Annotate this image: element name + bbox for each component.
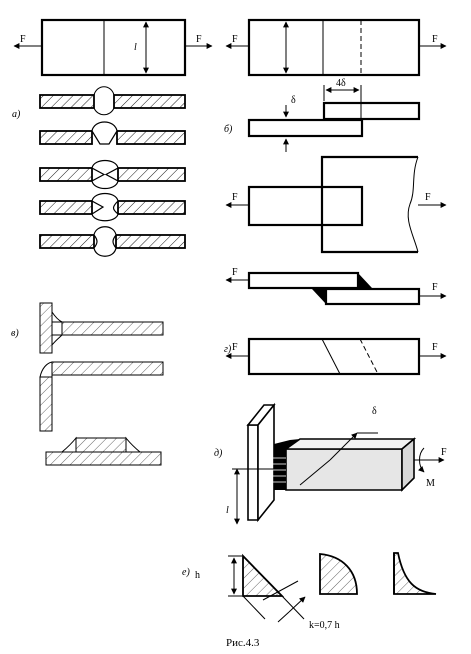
lap-joint-section xyxy=(247,85,421,152)
section-label-b: б) xyxy=(224,124,233,135)
lap-fillet-joint xyxy=(225,271,447,306)
section-label-v: в) xyxy=(11,328,19,339)
butt-joint-plan xyxy=(13,18,213,77)
force-label: F xyxy=(20,34,26,45)
force-label: F xyxy=(232,192,238,203)
butt-weld-sections xyxy=(39,86,186,257)
slot-joint xyxy=(225,155,447,254)
section-label-a: а) xyxy=(12,109,21,120)
force-label: F xyxy=(432,342,438,353)
force-label: F xyxy=(232,34,238,45)
section-label-e: е) xyxy=(182,567,190,578)
delta-label: δ xyxy=(291,95,296,106)
oblique-butt-joint xyxy=(225,337,447,376)
force-label: F xyxy=(432,34,438,45)
force-label: F xyxy=(432,282,438,293)
tee-corner-joints xyxy=(39,302,164,466)
height-label: h xyxy=(195,570,200,581)
cantilever-tee-3d xyxy=(232,402,445,525)
force-label: F xyxy=(196,34,202,45)
length-label: l xyxy=(134,42,137,53)
length-label: l xyxy=(226,505,229,516)
force-label: F xyxy=(441,447,447,458)
four-delta-label: 4δ xyxy=(336,78,346,89)
section-label-g: г) xyxy=(224,344,232,355)
lap-joint-plan xyxy=(225,18,447,77)
force-label: F xyxy=(232,342,238,353)
section-label-d: д) xyxy=(214,448,223,459)
fillet-weld-profiles xyxy=(228,552,437,623)
force-label: F xyxy=(425,192,431,203)
moment-label: M xyxy=(426,478,435,489)
figure-caption: Рис.4.3 xyxy=(226,637,260,649)
delta-label: δ xyxy=(372,406,377,417)
leg-label: k=0,7 h xyxy=(309,620,340,631)
force-label: F xyxy=(232,267,238,278)
